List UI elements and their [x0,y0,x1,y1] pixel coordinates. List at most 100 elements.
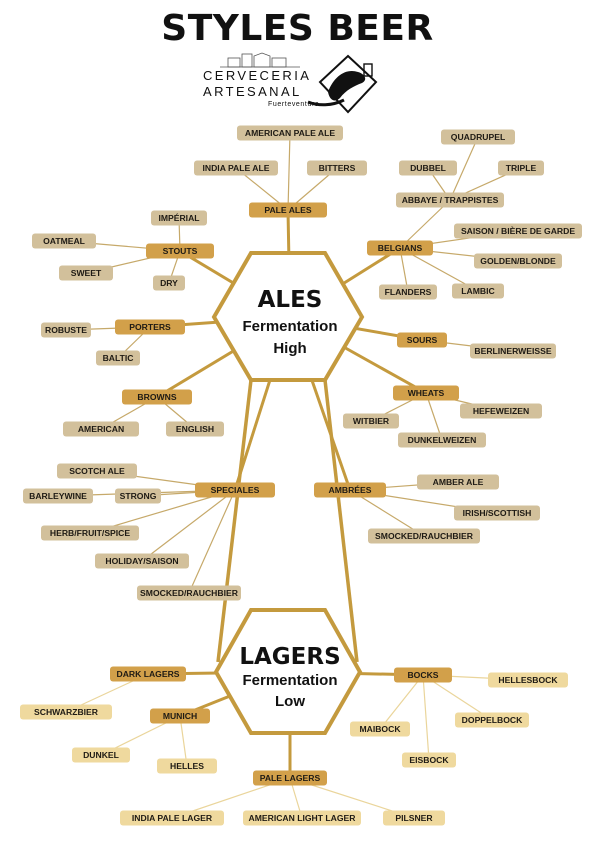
category-ambr-es-label: AMBRÉES [329,485,372,495]
style-lambic-box [452,283,504,299]
style-english-box [166,421,224,437]
style-maibock-label: MAIBOCK [359,724,401,734]
style-dubbel-box [399,160,457,176]
style-irish-scottish: IRISH/SCOTTISH [454,505,540,521]
style-smocked-rauchbier: SMOCKED/RAUCHBIER [137,585,241,601]
style-schwarzbier-label: SCHWARZBIER [34,707,99,717]
style-india-pale-ale-label: INDIA PALE ALE [203,163,270,173]
category-dark-lagers-label: DARK LAGERS [116,669,179,679]
style-connector-9-2 [349,489,425,537]
style-barleywine: BARLEYWINE [23,488,93,504]
style-schwarzbier-box [20,704,112,720]
style-baltic-label: BALTIC [103,353,134,363]
style-scotch-ale-box [57,463,137,479]
style-helles: HELLES [157,758,217,774]
category-dark-lagers: DARK LAGERS [110,666,186,682]
category-bocks-label: BOCKS [407,670,438,680]
style-scotch-ale: SCOTCH ALE [57,463,137,479]
style-doppelbock-box [455,712,529,728]
style-hellesbock: HELLESBOCK [488,672,568,688]
style-american-pale-ale-label: AMERICAN PALE ALE [245,128,336,138]
style-eisbock-label: EISBOCK [409,755,449,765]
style-oatmeal-box [32,233,96,249]
category-wheats-label: WHEATS [408,388,445,398]
category-browns-label: BROWNS [137,392,176,402]
category-stouts: STOUTS [146,243,214,259]
style-dunkelweizen-box [398,432,486,448]
style-oatmeal: OATMEAL [32,233,96,249]
style-helles-box [157,758,217,774]
category-ambr-es: AMBRÉES [314,482,386,498]
style-flanders-label: FLANDERS [385,287,432,297]
style-india-pale-ale: INDIA PALE ALE [194,160,278,176]
style-strong-label: STRONG [120,491,157,501]
category-stouts-label: STOUTS [163,246,198,256]
style-amber-ale-label: AMBER ALE [433,477,484,487]
category-porters-label: PORTERS [129,322,171,332]
category-sours-label: SOURS [407,335,438,345]
style-irish-scottish-label: IRISH/SCOTTISH [463,508,532,518]
style-saison-bi-re-de-garde: SAISON / BIÈRE DE GARDE [454,223,582,239]
style-english-label: ENGLISH [176,424,214,434]
style-berlinerweisse-box [470,343,556,359]
category-speciales-label: SPECIALES [211,485,260,495]
style-scotch-ale-label: SCOTCH ALE [69,466,125,476]
page-title: STYLES BEER [161,8,434,49]
style-robuste-label: ROBUSTE [45,325,87,335]
style-flanders: FLANDERS [379,284,437,300]
ales-fermentation-value: High [273,340,306,357]
style-holiday-saison-box [95,553,189,569]
brewery-building-icon [220,52,300,68]
style-quadrupel-box [441,129,515,145]
brewery-logo: CERVECERIA ARTESANAL Fuerteventura [203,52,378,114]
hexagon-ales: ALES Fermentation High [211,251,365,382]
style-smocked-rauchbier: SMOCKED/RAUCHBIER [368,528,480,544]
style-dunkel: DUNKEL [72,747,130,763]
lagers-title: LAGERS [239,644,340,670]
category-belgians: BELGIANS [367,240,433,256]
style-connector-11-1 [179,715,188,767]
category-browns-box [122,389,192,405]
style-sweet: SWEET [59,265,113,281]
style-golden-blonde-box [474,253,562,269]
style-irish-scottish-box [454,505,540,521]
style-american-pale-ale: AMERICAN PALE ALE [237,125,343,141]
style-eisbock: EISBOCK [402,752,456,768]
category-munich: MUNICH [150,708,210,724]
style-dry: DRY [153,275,185,291]
category-wheats: WHEATS [393,385,459,401]
style-smocked-rauchbier-label: SMOCKED/RAUCHBIER [375,531,474,541]
style-hellesbock-label: HELLESBOCK [498,675,558,685]
style-american-box [63,421,139,437]
style-triple-label: TRIPLE [506,163,537,173]
style-saison-bi-re-de-garde-box [454,223,582,239]
style-saison-bi-re-de-garde-label: SAISON / BIÈRE DE GARDE [461,226,575,236]
ales-fermentation-label: Fermentation [242,318,337,335]
category-ambr-es-box [314,482,386,498]
style-triple-box [498,160,544,176]
style-smocked-rauchbier-box [137,585,241,601]
style-american: AMERICAN [63,421,139,437]
style-eisbock-box [402,752,456,768]
category-bocks: BOCKS [394,667,452,683]
style-dubbel-label: DUBBEL [410,163,446,173]
category-pale-ales-box [249,202,327,218]
category-belgians-box [367,240,433,256]
style-maibock: MAIBOCK [350,721,410,737]
style-golden-blonde: GOLDEN/BLONDE [474,253,562,269]
style-imp-rial-label: IMPÉRIAL [158,213,199,223]
category-speciales: SPECIALES [195,482,275,498]
style-oatmeal-label: OATMEAL [43,236,85,246]
category-porters: PORTERS [115,319,185,335]
style-american-label: AMERICAN [78,424,124,434]
category-abbaye-trappistes-box [396,192,504,208]
style-golden-blonde-label: GOLDEN/BLONDE [480,256,556,266]
logo-line-1: CERVECERIA [203,68,311,83]
category-pale-ales-label: PALE ALES [264,205,312,215]
style-robuste: ROBUSTE [41,322,91,338]
style-connector-0-0 [287,132,291,211]
style-india-pale-ale-box [194,160,278,176]
style-dunkel-box [72,747,130,763]
category-sours-box [397,332,447,348]
style-sweet-label: SWEET [71,268,102,278]
